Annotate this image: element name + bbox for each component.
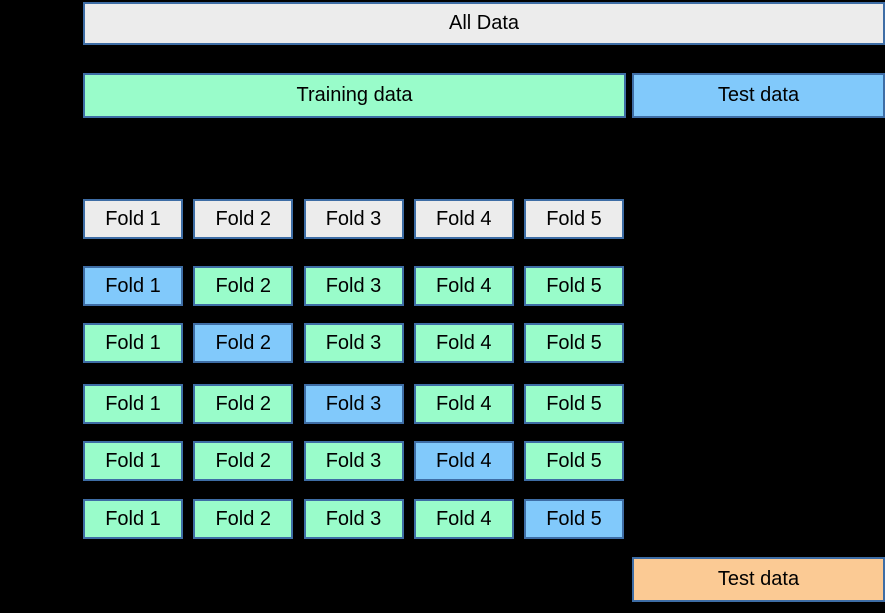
fold-row-split-2: Fold 1 Fold 2 Fold 3 Fold 4 Fold 5 bbox=[83, 323, 624, 363]
fold-row-split-5: Fold 1 Fold 2 Fold 3 Fold 4 Fold 5 bbox=[83, 499, 624, 539]
fold-box: Fold 5 bbox=[524, 441, 624, 481]
fold-box: Fold 4 bbox=[413, 199, 514, 239]
fold-box: Fold 3 bbox=[303, 323, 404, 363]
fold-box: Fold 2 bbox=[193, 266, 294, 306]
all-data-bar: All Data bbox=[83, 2, 885, 45]
fold-box: Fold 1 bbox=[83, 323, 183, 363]
fold-box: Fold 2 bbox=[193, 199, 294, 239]
fold-box: Fold 3 bbox=[303, 199, 404, 239]
fold-box: Fold 1 bbox=[83, 441, 183, 481]
fold-box: Fold 5 bbox=[524, 384, 624, 424]
fold-box: Fold 1 bbox=[83, 384, 183, 424]
validation-fold-box: Fold 5 bbox=[524, 499, 624, 539]
fold-box: Fold 4 bbox=[413, 323, 514, 363]
fold-row-split-4: Fold 1 Fold 2 Fold 3 Fold 4 Fold 5 bbox=[83, 441, 624, 481]
fold-box: Fold 1 bbox=[83, 499, 183, 539]
fold-box: Fold 1 bbox=[83, 199, 183, 239]
fold-box: Fold 5 bbox=[524, 323, 624, 363]
validation-fold-box: Fold 1 bbox=[83, 266, 183, 306]
fold-box: Fold 4 bbox=[413, 266, 514, 306]
fold-box: Fold 4 bbox=[413, 384, 514, 424]
fold-box: Fold 5 bbox=[524, 266, 624, 306]
fold-row-split-1: Fold 1 Fold 2 Fold 3 Fold 4 Fold 5 bbox=[83, 266, 624, 306]
fold-box: Fold 2 bbox=[193, 384, 294, 424]
fold-header-row: Fold 1 Fold 2 Fold 3 Fold 4 Fold 5 bbox=[83, 199, 624, 239]
fold-box: Fold 2 bbox=[193, 441, 294, 481]
validation-fold-box: Fold 2 bbox=[193, 323, 294, 363]
fold-box: Fold 3 bbox=[303, 266, 404, 306]
fold-box: Fold 4 bbox=[413, 499, 514, 539]
final-test-data-bar: Test data bbox=[632, 557, 885, 602]
fold-row-split-3: Fold 1 Fold 2 Fold 3 Fold 4 Fold 5 bbox=[83, 384, 624, 424]
validation-fold-box: Fold 3 bbox=[303, 384, 404, 424]
fold-box: Fold 3 bbox=[303, 441, 404, 481]
test-data-bar: Test data bbox=[632, 73, 885, 118]
validation-fold-box: Fold 4 bbox=[413, 441, 514, 481]
training-data-bar: Training data bbox=[83, 73, 626, 118]
fold-box: Fold 5 bbox=[524, 199, 624, 239]
fold-box: Fold 2 bbox=[193, 499, 294, 539]
fold-box: Fold 3 bbox=[303, 499, 404, 539]
